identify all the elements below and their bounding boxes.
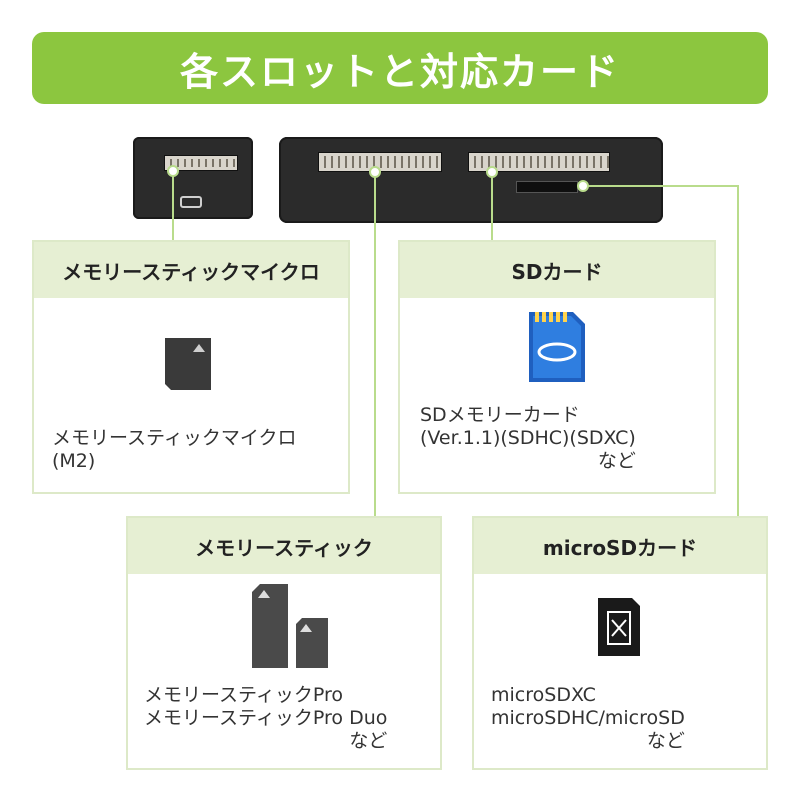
panel-title: メモリースティックマイクロ	[34, 242, 348, 298]
memory-stick-micro-icon	[165, 338, 211, 390]
panel-title: SDカード	[400, 242, 714, 298]
panel-description: SDメモリーカード (Ver.1.1)(SDHC)(SDXC) など	[420, 404, 636, 473]
panel-title: メモリースティック	[128, 518, 440, 574]
connector-dot-ms-micro	[167, 165, 179, 177]
description-line: microSDHC/microSD	[491, 707, 685, 729]
panel-description: メモリースティックマイクロ (M2)	[52, 427, 297, 473]
memory-stick-slot	[318, 152, 442, 172]
card-reader-side-view	[133, 137, 253, 219]
card-reader-front-view	[279, 137, 663, 223]
description-suffix: など	[646, 730, 685, 752]
connector-dot-microsd	[577, 180, 589, 192]
description-line: (Ver.1.1)(SDHC)(SDXC)	[420, 427, 636, 449]
description-line: (M2)	[52, 450, 96, 472]
panel-microsd-card: microSDカード	[472, 516, 768, 770]
description-line: microSDXC	[491, 684, 596, 706]
description-line: メモリースティックPro	[144, 684, 344, 706]
description-line: SDメモリーカード	[420, 404, 580, 426]
panel-description: メモリースティックPro メモリースティックPro Duo など	[144, 684, 387, 753]
usb-port	[180, 196, 202, 208]
microsd-card-icon	[598, 598, 640, 656]
memory-stick-micro-slot	[164, 155, 238, 171]
description-suffix: など	[349, 730, 388, 752]
page-title: 各スロットと対応カード	[179, 49, 620, 94]
memory-stick-icon	[252, 584, 328, 668]
sd-card-icon	[529, 312, 585, 382]
sd-card-slot	[468, 152, 610, 172]
description-suffix: など	[597, 450, 636, 472]
panel-title: microSDカード	[474, 518, 766, 574]
description-line: メモリースティックPro Duo	[144, 707, 388, 729]
description-line: メモリースティックマイクロ	[52, 427, 297, 449]
connector-dot-sd	[486, 166, 498, 178]
panel-description: microSDXC microSDHC/microSD など	[491, 684, 685, 753]
title-banner: 各スロットと対応カード	[32, 32, 768, 104]
connector-dot-ms	[369, 166, 381, 178]
connector-microsd	[583, 185, 739, 516]
